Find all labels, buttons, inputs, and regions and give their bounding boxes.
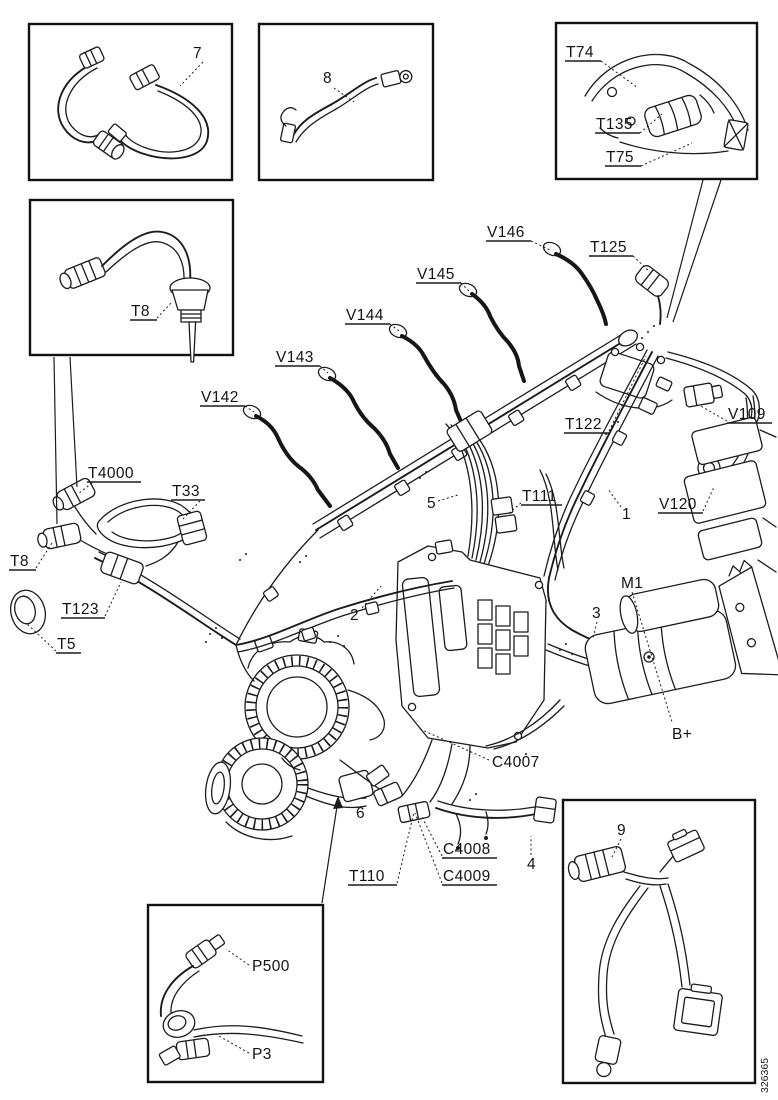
t125-boot	[635, 265, 669, 325]
callout-4: 4	[527, 856, 536, 873]
callout-t111: T111	[522, 488, 557, 505]
callout-v144: V144	[346, 307, 384, 324]
callout-v120: V120	[659, 496, 697, 513]
turbocharger	[204, 737, 374, 841]
engine-block-right	[539, 416, 777, 673]
callout-t4000: T4000	[88, 465, 134, 482]
callout-t135: T135	[596, 116, 633, 133]
right-harness-bundle	[543, 349, 659, 653]
callout-t122: T122	[565, 416, 602, 433]
callout-6: 6	[356, 805, 365, 822]
label-underlines	[9, 60, 772, 886]
callout-m1: M1	[621, 575, 643, 592]
starter-motor	[485, 559, 778, 750]
callout-v142: V142	[201, 389, 239, 406]
callout-t125: T125	[590, 239, 627, 256]
inset-box-item8	[257, 22, 435, 182]
doc-number-vertical: 326365	[759, 1058, 771, 1093]
callout-t8-inset: T8	[131, 303, 150, 320]
inset-box-t8	[28, 198, 235, 363]
box-leader-lines	[53, 179, 722, 904]
callout-1: 1	[622, 506, 631, 523]
leader-arrowhead	[333, 796, 343, 809]
ribbed-bundle-5	[445, 410, 500, 567]
callout-7: 7	[193, 45, 202, 62]
callout-5: 5	[427, 495, 436, 512]
callout-c4008: C4008	[443, 841, 491, 858]
callout-v109: V109	[728, 406, 766, 423]
inset-box-p500-p3	[146, 903, 325, 1084]
callout-t74: T74	[566, 44, 594, 61]
texture-stipple	[205, 325, 655, 801]
t8-sensor-body	[169, 277, 211, 363]
callout-v146: V146	[487, 224, 525, 241]
callout-9: 9	[617, 822, 626, 839]
callout-t5: T5	[57, 636, 76, 653]
callout-v145: V145	[417, 266, 455, 283]
callout-v143: V143	[276, 349, 314, 366]
left-connector-cluster	[9, 477, 455, 682]
callout-p500: P500	[252, 958, 290, 975]
callout-t123: T123	[62, 601, 99, 618]
callout-3: 3	[592, 605, 601, 622]
callout-p3: P3	[252, 1046, 272, 1063]
callout-t110: T110	[349, 868, 385, 885]
t111-connector	[490, 496, 518, 534]
callout-c4009: C4009	[443, 868, 491, 885]
lower-harness-cluster	[339, 739, 557, 850]
ecu-assembly	[395, 539, 547, 749]
callout-t33: T33	[172, 483, 200, 500]
inset-box-item7	[27, 22, 234, 182]
v109-connector	[683, 382, 724, 408]
inset-box-item9	[561, 798, 757, 1085]
callout-c4007: C4007	[492, 754, 540, 771]
inset-box-manifold	[554, 21, 759, 181]
callout-labels: 7 8 T74 T135 T75 T8 V146 T125 V145 V144 …	[10, 44, 766, 1063]
callout-leader-lines	[25, 60, 728, 1054]
callout-b-plus: B+	[672, 726, 692, 743]
callout-2: 2	[350, 607, 359, 624]
callout-t75: T75	[606, 149, 634, 166]
callout-t8: T8	[10, 553, 29, 570]
injector-leads	[242, 241, 608, 508]
callout-8: 8	[323, 70, 332, 87]
t122-bracket-cluster	[595, 342, 673, 415]
